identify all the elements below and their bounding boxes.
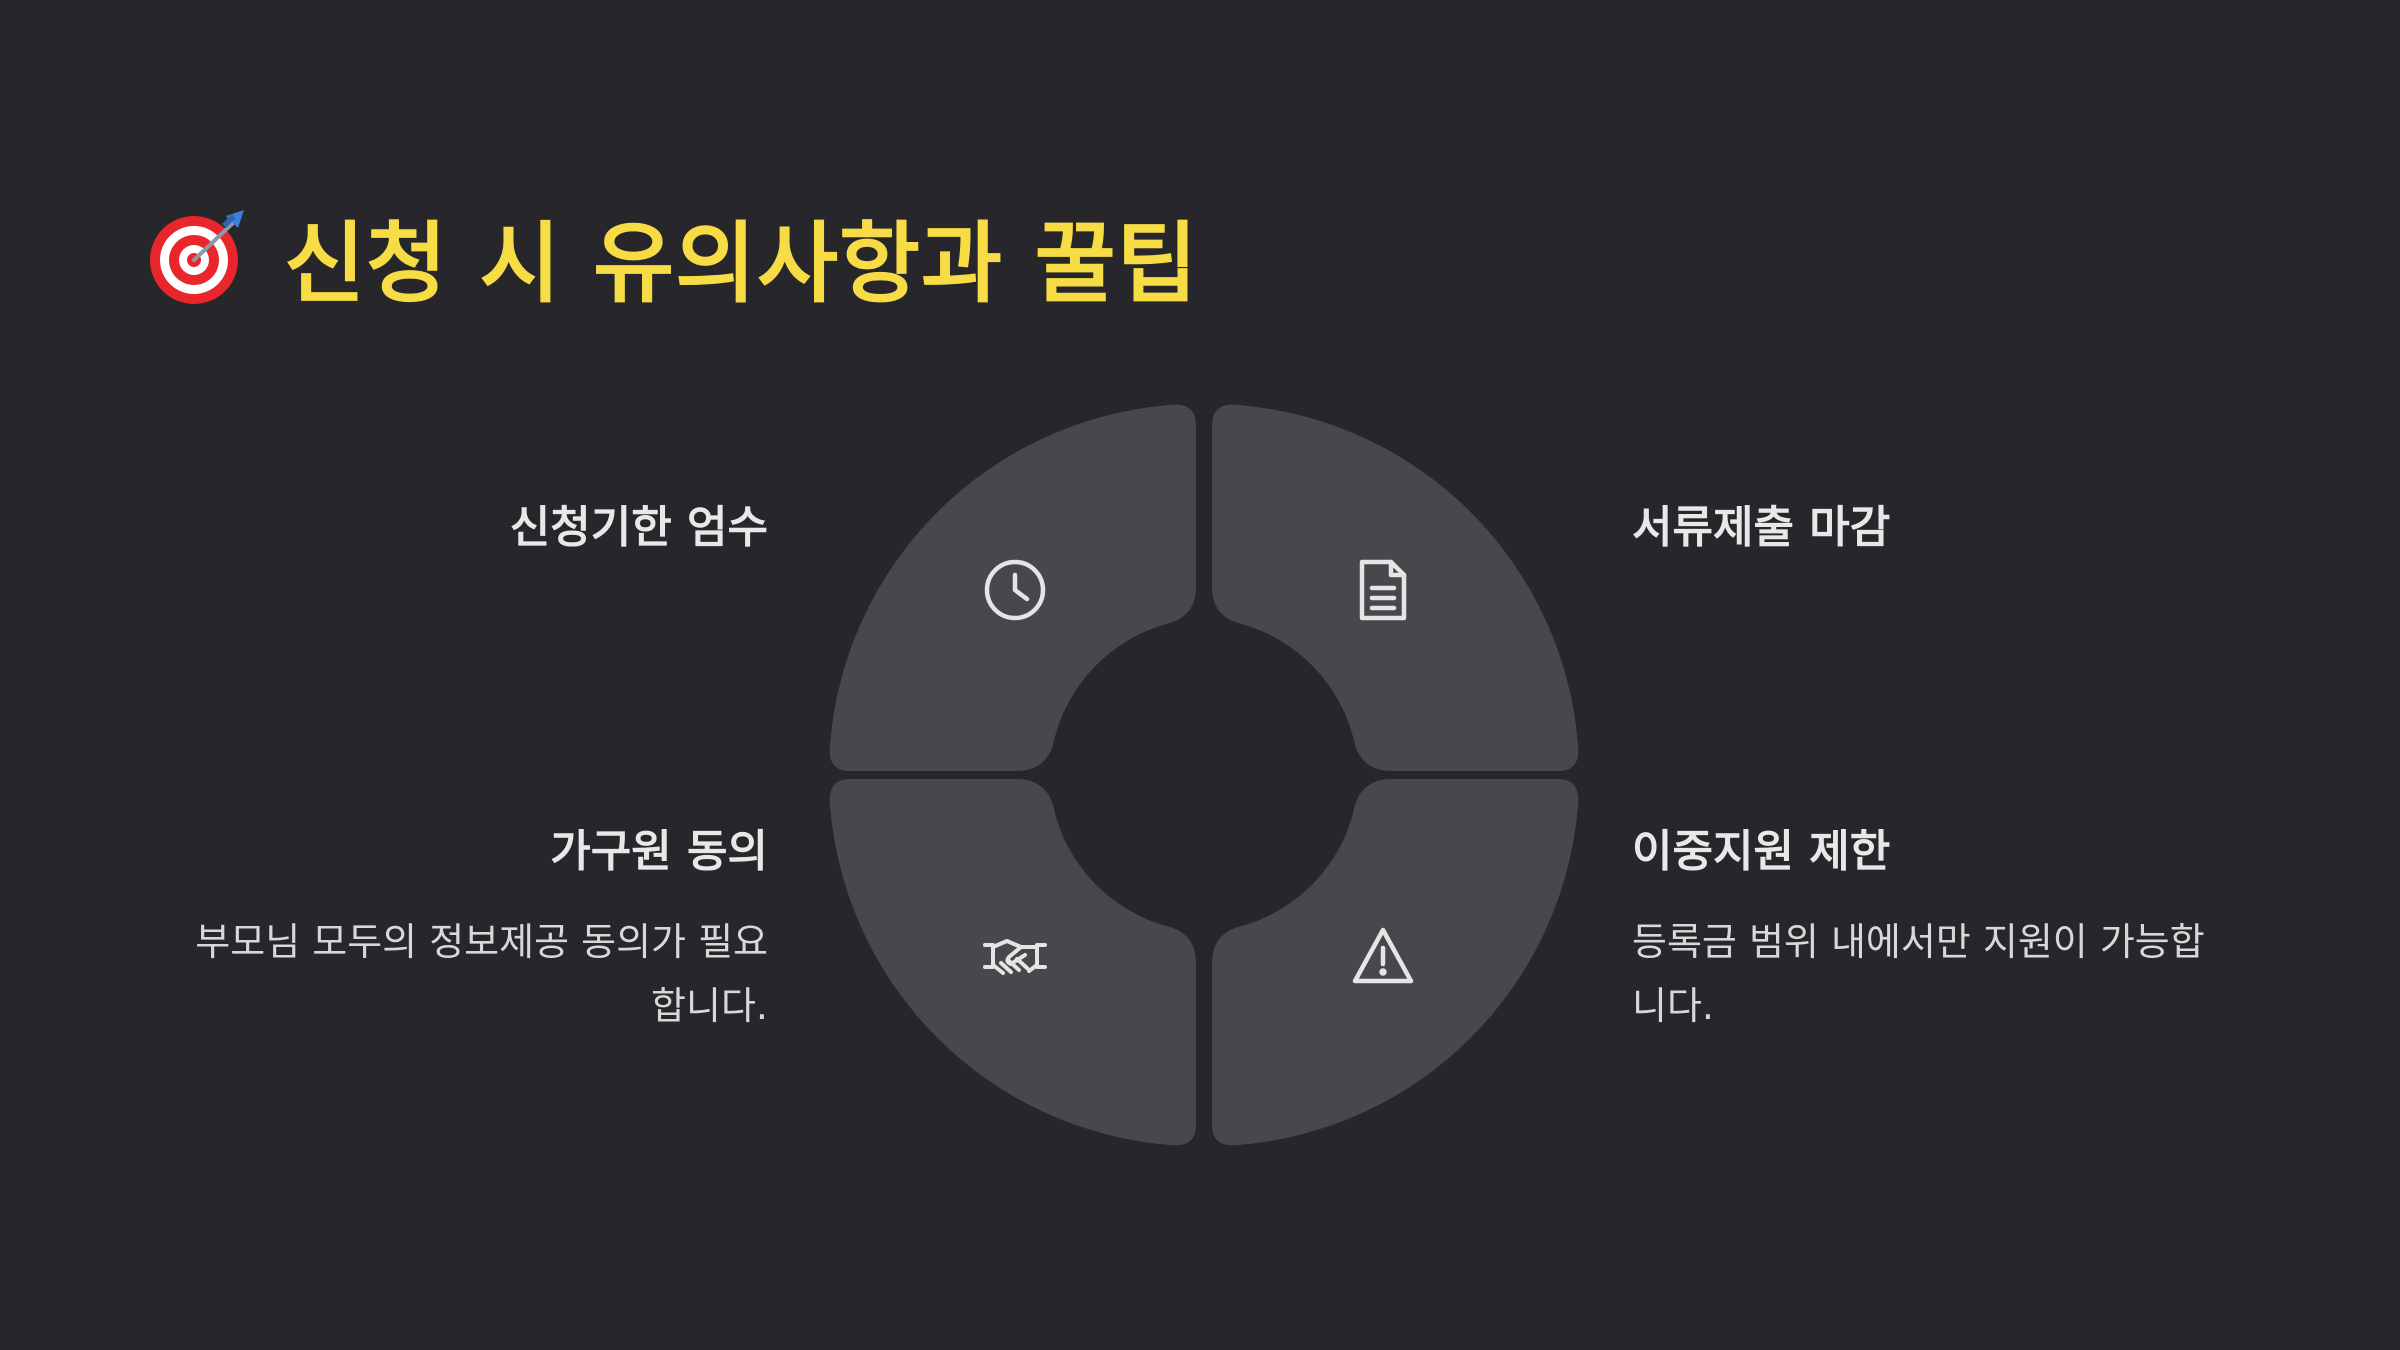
item-documents: 서류제출 마감	[1632, 500, 2232, 556]
page-title: 신청 시 유의사항과 꿀팁	[148, 196, 1199, 316]
item-household-consent: 가구원 동의 부모님 모두의 정보제공 동의가 필요합니다.	[168, 824, 768, 1038]
handshake-icon	[983, 939, 1047, 975]
item-heading: 이중지원 제한	[1632, 826, 1891, 877]
target-icon	[150, 210, 244, 304]
page-title-text: 신청 시 유의사항과 꿀팁	[284, 211, 1199, 315]
segment-bottom-right	[1212, 779, 1579, 1146]
item-description: 부모님 모두의 정보제공 동의가 필요합니다.	[195, 920, 768, 1028]
item-deadline: 신청기한 엄수	[168, 500, 768, 556]
warning-icon	[1352, 927, 1414, 984]
item-heading: 신청기한 엄수	[509, 502, 768, 553]
item-heading: 서류제출 마감	[1632, 502, 1891, 553]
item-duplicate-limit: 이중지원 제한 등록금 범위 내에서만 지원이 가능합니다.	[1632, 824, 2232, 1038]
cycle-diagram	[820, 395, 1580, 1155]
clock-icon	[984, 559, 1046, 621]
item-heading: 가구원 동의	[550, 826, 768, 877]
item-description: 등록금 범위 내에서만 지원이 가능합니다.	[1632, 920, 2205, 1028]
document-icon	[1359, 559, 1407, 621]
